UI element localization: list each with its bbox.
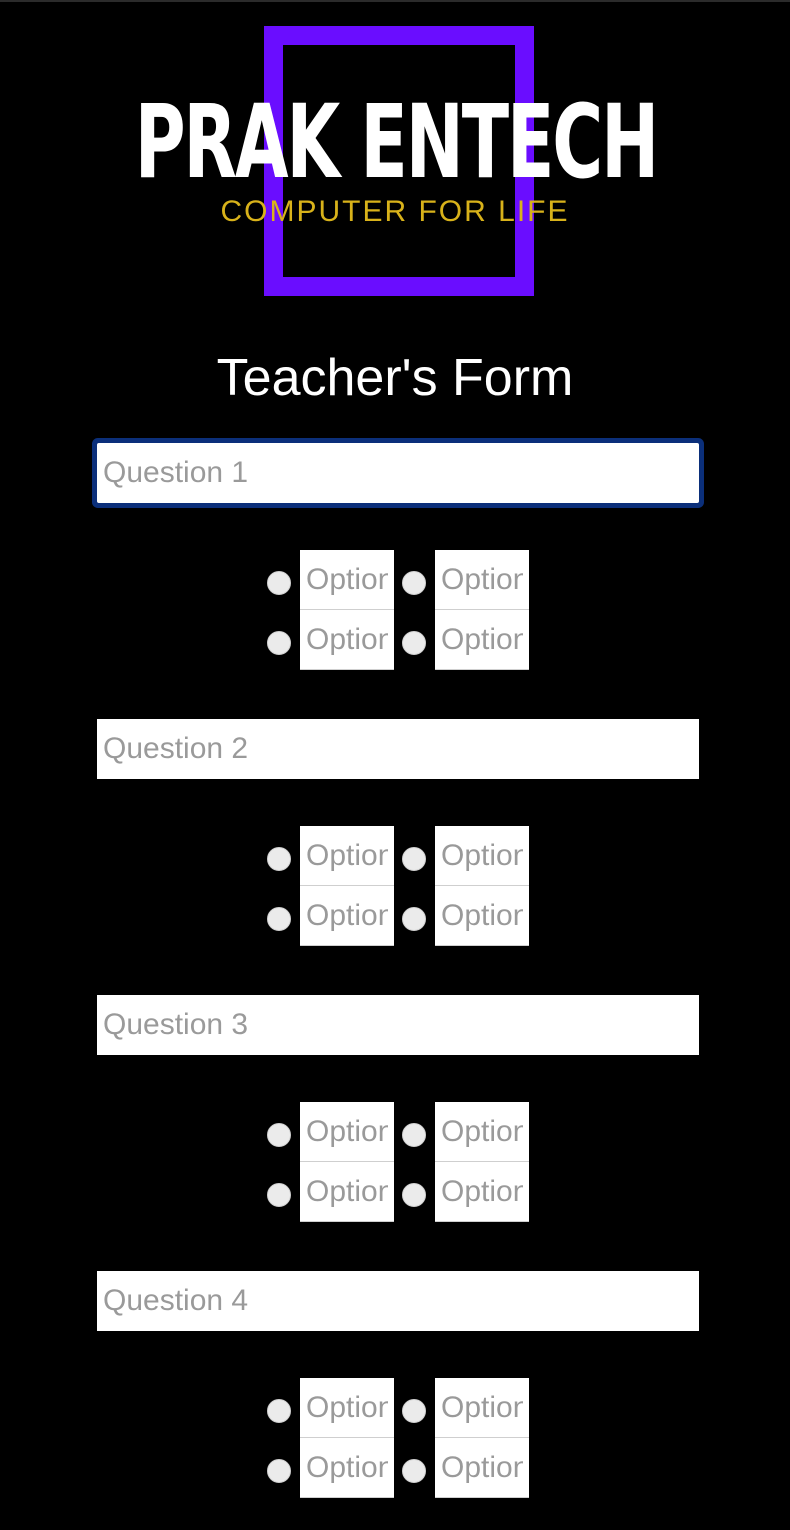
question-input-1[interactable] [97, 443, 699, 503]
option-input-q1-4[interactable] [435, 610, 529, 670]
window-top-edge [0, 0, 790, 2]
logo-frame [264, 26, 534, 296]
option-radio-q1-3[interactable] [267, 631, 291, 655]
option-input-q2-2[interactable] [435, 826, 529, 886]
option-input-q3-4[interactable] [435, 1162, 529, 1222]
option-radio-q1-4[interactable] [402, 631, 426, 655]
option-radio-q2-4[interactable] [402, 907, 426, 931]
option-radio-q3-1[interactable] [267, 1123, 291, 1147]
page-title: Teacher's Form [216, 349, 574, 407]
option-input-q3-3[interactable] [300, 1162, 394, 1222]
logo-tagline: COMPUTER FOR LIFE [220, 195, 570, 228]
option-input-q1-2[interactable] [435, 550, 529, 610]
question-input-2[interactable] [97, 719, 699, 779]
option-radio-q2-2[interactable] [402, 847, 426, 871]
option-input-q3-2[interactable] [435, 1102, 529, 1162]
option-input-q4-3[interactable] [300, 1438, 394, 1498]
option-radio-q3-2[interactable] [402, 1123, 426, 1147]
option-radio-q4-1[interactable] [267, 1399, 291, 1423]
option-radio-q4-4[interactable] [402, 1459, 426, 1483]
option-input-q2-3[interactable] [300, 886, 394, 946]
option-radio-q4-3[interactable] [267, 1459, 291, 1483]
logo: PRAK ENTECH COMPUTER FOR LIFE [0, 0, 790, 310]
option-radio-q2-3[interactable] [267, 907, 291, 931]
option-input-q2-4[interactable] [435, 886, 529, 946]
option-radio-q2-1[interactable] [267, 847, 291, 871]
option-input-q1-1[interactable] [300, 550, 394, 610]
question-input-4[interactable] [97, 1271, 699, 1331]
option-radio-q4-2[interactable] [402, 1399, 426, 1423]
option-input-q1-3[interactable] [300, 610, 394, 670]
option-input-q4-2[interactable] [435, 1378, 529, 1438]
option-input-q2-1[interactable] [300, 826, 394, 886]
option-radio-q3-4[interactable] [402, 1183, 426, 1207]
option-input-q3-1[interactable] [300, 1102, 394, 1162]
option-radio-q1-1[interactable] [267, 571, 291, 595]
option-radio-q3-3[interactable] [267, 1183, 291, 1207]
option-input-q4-4[interactable] [435, 1438, 529, 1498]
option-input-q4-1[interactable] [300, 1378, 394, 1438]
question-input-3[interactable] [97, 995, 699, 1055]
logo-name: PRAK ENTECH [134, 83, 659, 202]
option-radio-q1-2[interactable] [402, 571, 426, 595]
